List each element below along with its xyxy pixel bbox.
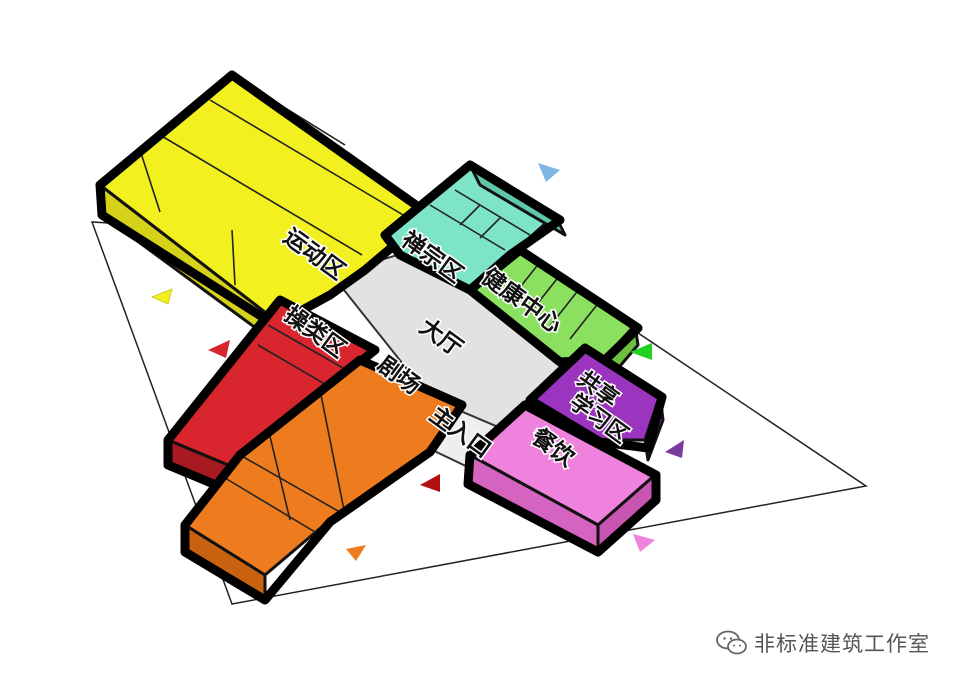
theater-zone: [180, 355, 467, 605]
arrow-marker-purple: [665, 440, 684, 458]
arrow-marker-red-left: [208, 340, 230, 358]
dining-zone: [463, 400, 661, 557]
wechat-icon: [716, 630, 747, 655]
arrow-marker-blue: [538, 163, 560, 182]
arrow-marker-green: [630, 343, 652, 360]
arrow-marker-yellow: [150, 288, 173, 305]
arrow-marker-orange: [346, 545, 366, 561]
arrow-marker-pink: [633, 534, 655, 552]
watermark: 非标准建筑工作室: [716, 628, 930, 658]
arrow-marker-red-entrance: [420, 474, 440, 492]
watermark-text: 非标准建筑工作室: [754, 632, 930, 656]
